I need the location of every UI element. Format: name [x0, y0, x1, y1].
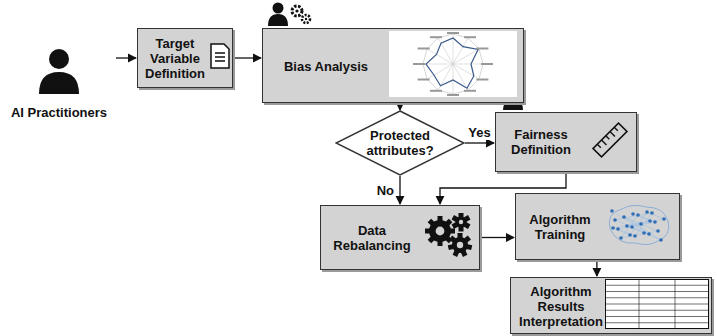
node-text: Fairness Definition — [499, 127, 583, 157]
process-box: Data Rebalancing — [320, 205, 480, 270]
connector-arrow — [399, 176, 400, 204]
ruler-icon — [590, 120, 630, 164]
gears-icon — [423, 213, 473, 263]
node-text: Data Rebalancing — [324, 223, 420, 253]
actor-label: AI Practitioners — [3, 105, 115, 120]
edge-label: No — [376, 183, 395, 198]
actor: AI Practitioners — [3, 48, 115, 120]
node-text: Algorithm Training — [519, 212, 601, 242]
table-icon — [605, 279, 709, 333]
process-box: Algorithm Training — [515, 193, 680, 260]
document-icon — [210, 43, 230, 73]
process-box: Fairness Definition — [495, 112, 637, 172]
network-icon — [602, 201, 674, 253]
process-box: Bias Analysis — [262, 28, 524, 103]
process-box: Algorithm Results Interpretation — [510, 277, 712, 334]
node-text: Bias Analysis — [266, 58, 386, 73]
node-text: Target Variable Definition — [141, 36, 209, 81]
connector-arrow — [399, 105, 400, 110]
process-box: Target Variable Definition — [137, 28, 233, 88]
connector-arrow — [233, 57, 261, 58]
node-text: Protected attributes? — [361, 128, 439, 158]
edge-label: Yes — [467, 125, 491, 140]
connector-arrow — [116, 57, 136, 58]
node-text: Algorithm Results Interpretation — [514, 283, 608, 328]
connector-arrow — [482, 237, 514, 238]
radar-chart-thumbnail — [389, 31, 517, 101]
decision-diamond: Protected attributes? — [335, 110, 465, 176]
person-icon — [37, 48, 81, 98]
connector-arrow — [465, 142, 494, 143]
person-gears-icon — [268, 3, 310, 27]
connector-arrow — [596, 262, 597, 276]
